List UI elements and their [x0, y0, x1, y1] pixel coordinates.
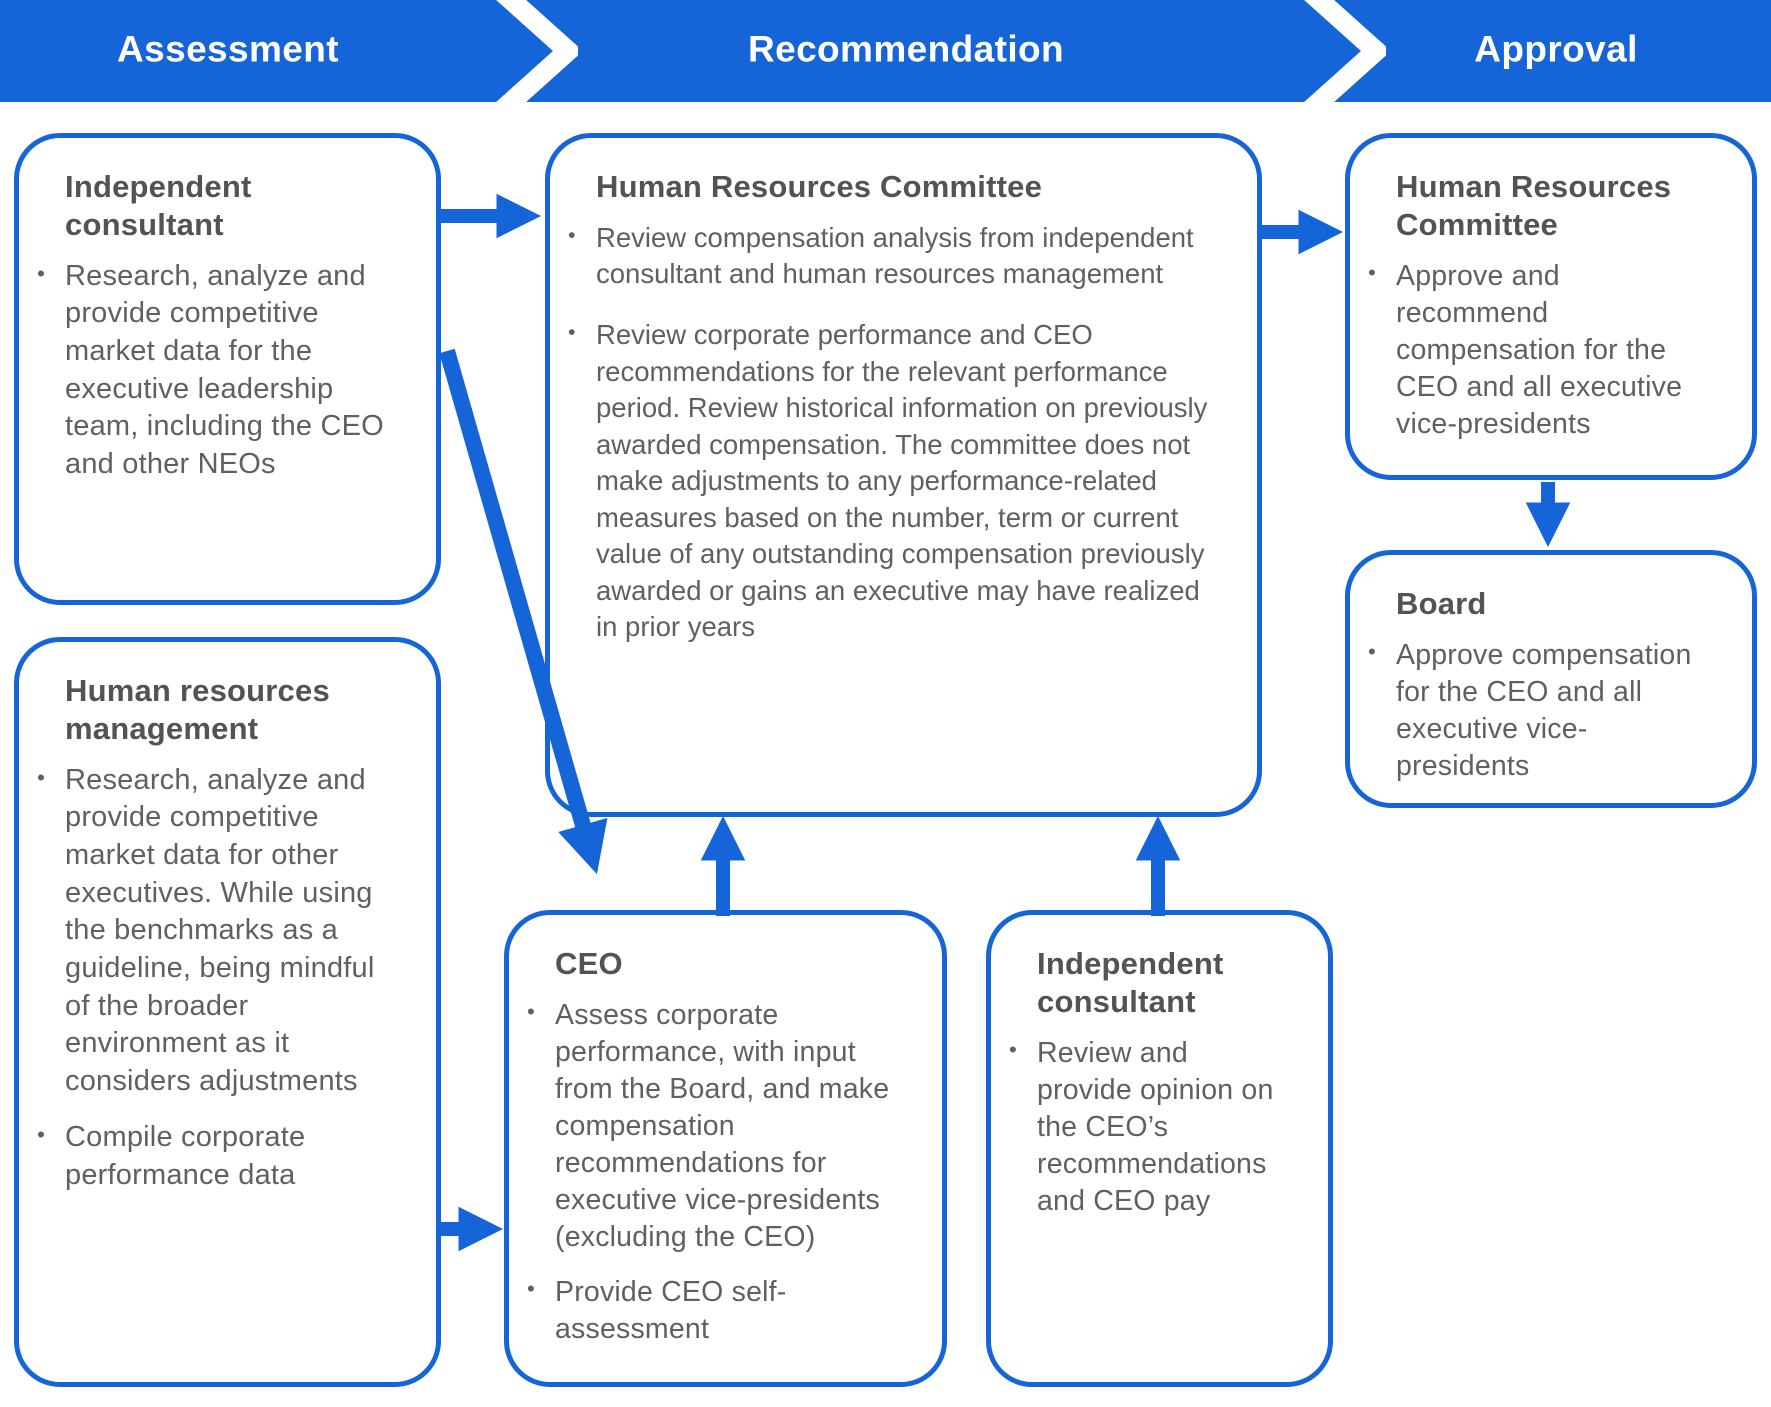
- box-title: Human resources management: [65, 673, 330, 746]
- bullet-item: Review compensation analysis from indepe…: [568, 220, 1211, 293]
- bullet-item: Assess corporate performance, with input…: [527, 997, 904, 1256]
- box-title: Human Resources Committee: [596, 169, 1043, 204]
- box-hr-committee-recommendation: Human Resources Committee Review compens…: [545, 133, 1262, 817]
- bullet-list: Approve compensation for the CEO and all…: [1368, 637, 1714, 785]
- box-hr-committee-approval: Human Resources Committee Approve and re…: [1345, 133, 1757, 480]
- phase-label-assessment: Assessment: [116, 28, 340, 70]
- box-human-resources-management: Human resources management Research, ana…: [14, 637, 441, 1387]
- bullet-list: Research, analyze and provide competitiv…: [37, 258, 398, 484]
- bullet-item: Review and provide opinion on the CEO’s …: [1009, 1035, 1290, 1220]
- box-independent-consultant-assessment: Independent consultant Research, analyze…: [14, 133, 441, 605]
- phase-banner: Assessment Recommendation Approval: [0, 0, 1771, 102]
- box-independent-consultant-recommendation: Independent consultant Review and provid…: [986, 910, 1333, 1387]
- bullet-item: Review corporate performance and CEO rec…: [568, 317, 1211, 646]
- chevron-separator-icon: [496, 0, 578, 102]
- chevron-separator-icon: [1304, 0, 1386, 102]
- box-ceo: CEO Assess corporate performance, with i…: [504, 910, 947, 1387]
- box-title: Human Resources Committee: [1396, 169, 1672, 242]
- phase-label-approval: Approval: [1474, 28, 1638, 70]
- bullet-item: Provide CEO self-assessment: [527, 1274, 904, 1348]
- box-board: Board Approve compensation for the CEO a…: [1345, 550, 1757, 808]
- box-title: Board: [1396, 586, 1487, 621]
- box-title: CEO: [555, 946, 623, 981]
- bullet-list: Review compensation analysis from indepe…: [568, 220, 1211, 646]
- bullet-list: Review and provide opinion on the CEO’s …: [1009, 1035, 1290, 1220]
- phase-label-recommendation: Recommendation: [747, 28, 1065, 70]
- bullet-list: Assess corporate performance, with input…: [527, 997, 904, 1348]
- box-title: Independent consultant: [1037, 946, 1224, 1019]
- bullet-item: Research, analyze and provide competitiv…: [37, 762, 398, 1101]
- bullet-list: Approve and recommend compensation for t…: [1368, 258, 1714, 443]
- bullet-list: Research, analyze and provide competitiv…: [37, 762, 398, 1195]
- bullet-item: Approve and recommend compensation for t…: [1368, 258, 1714, 443]
- bullet-item: Compile corporate performance data: [37, 1119, 398, 1194]
- bullet-item: Approve compensation for the CEO and all…: [1368, 637, 1714, 785]
- bullet-item: Research, analyze and provide competitiv…: [37, 258, 398, 484]
- box-title: Independent consultant: [65, 169, 252, 242]
